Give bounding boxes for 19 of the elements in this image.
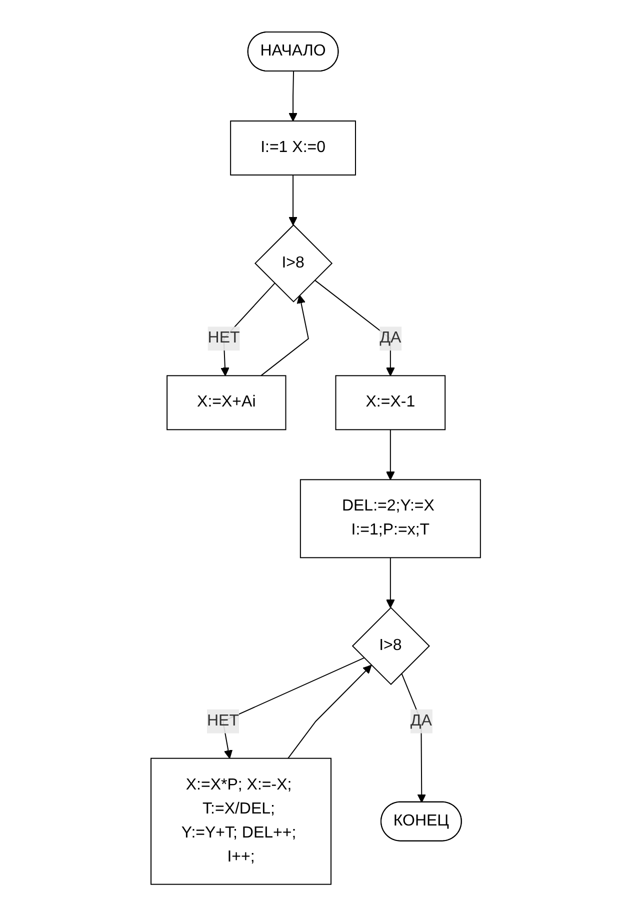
arrow <box>288 71 298 122</box>
node-box: X:=X+Ai <box>166 376 286 430</box>
arrow <box>287 665 372 760</box>
node-box: DEL:=2;Y:=X I:=1;P:=x;T <box>300 480 481 558</box>
node-diamond: I>8 <box>352 607 430 686</box>
node-diamond: I>8 <box>254 224 332 303</box>
node-box: X:=X-1 <box>335 376 446 430</box>
arrow <box>260 295 309 376</box>
arrow <box>386 430 395 480</box>
node-box: X:=X*P; X:=-X; T:=X/DEL; Y:=Y+T; DEL++; I++; <box>150 758 332 886</box>
edge-label: ДА <box>379 330 401 347</box>
node-box: I:=1 X:=0 <box>230 120 356 176</box>
arrow <box>314 280 395 376</box>
edge-label: НЕТ <box>208 330 240 347</box>
edge-label: НЕТ <box>206 712 239 730</box>
arrow <box>386 557 395 608</box>
arrow <box>400 673 426 804</box>
edge-label: ДА <box>410 712 432 730</box>
arrow <box>288 174 298 226</box>
